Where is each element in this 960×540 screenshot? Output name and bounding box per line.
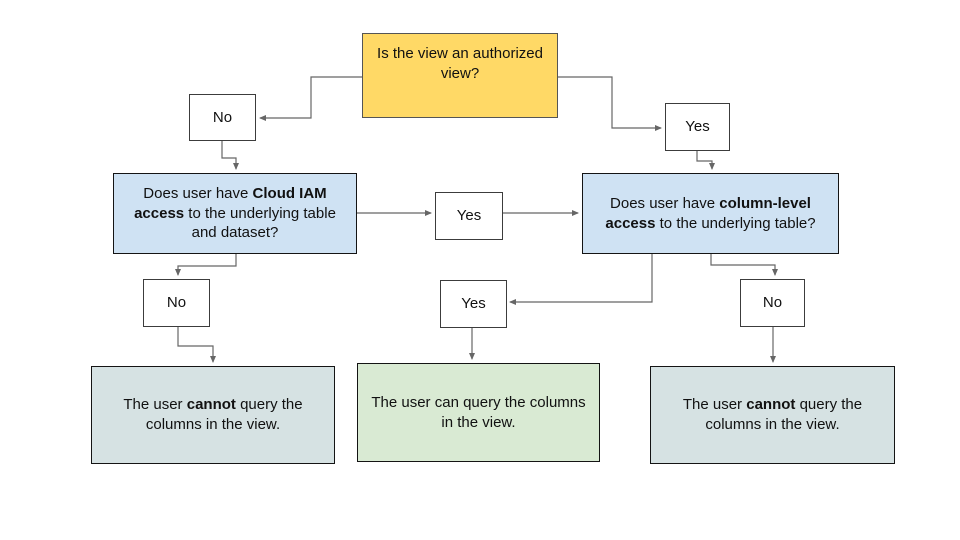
edge-authorized-to-yes [558, 76, 662, 131]
node-authorized-view-question: Is the view an authorized view? [362, 33, 558, 118]
node-result-cannot-left-label: The user cannot query the columns in the… [123, 396, 303, 433]
node-no-column: No [740, 279, 805, 327]
node-no-authorized-label: No [212, 108, 233, 126]
edge-yes-to-column-question [696, 151, 715, 170]
node-column-access-label: Does user have column-level access to th… [605, 194, 816, 232]
node-no-column-label: No [762, 294, 783, 312]
node-result-can: The user can query the columns in the vi… [357, 363, 600, 462]
node-column-access-question: Does user have column-level access to th… [582, 173, 839, 254]
node-no-authorized: No [189, 94, 256, 141]
edge-no-to-iam-question [221, 141, 239, 170]
edge-column-to-yes [509, 254, 653, 305]
node-no-iam-label: No [166, 294, 187, 312]
node-result-cannot-left: The user cannot query the columns in the… [91, 366, 335, 464]
node-iam-access-label: Does user have Cloud IAM access to the u… [134, 184, 336, 242]
edge-authorized-to-no [259, 76, 362, 121]
node-yes-authorized: Yes [665, 103, 730, 151]
edge-iam-to-no [175, 254, 237, 276]
node-no-iam: No [143, 279, 210, 327]
edge-column-to-no [710, 254, 778, 276]
edge-no-to-cannot-left [177, 327, 216, 363]
node-yes-column: Yes [440, 280, 507, 328]
node-result-cannot-right-label: The user cannot query the columns in the… [682, 396, 863, 433]
node-yes-iam-mid: Yes [435, 192, 503, 240]
node-iam-access-question: Does user have Cloud IAM access to the u… [113, 173, 357, 254]
node-yes-authorized-label: Yes [685, 118, 710, 136]
node-authorized-view-label: Is the view an authorized view? [377, 45, 543, 82]
node-yes-iam-mid-label: Yes [456, 207, 482, 225]
node-result-can-label: The user can query the columns in the vi… [371, 393, 586, 431]
node-result-cannot-right: The user cannot query the columns in the… [650, 366, 895, 464]
node-yes-column-label: Yes [461, 295, 486, 313]
